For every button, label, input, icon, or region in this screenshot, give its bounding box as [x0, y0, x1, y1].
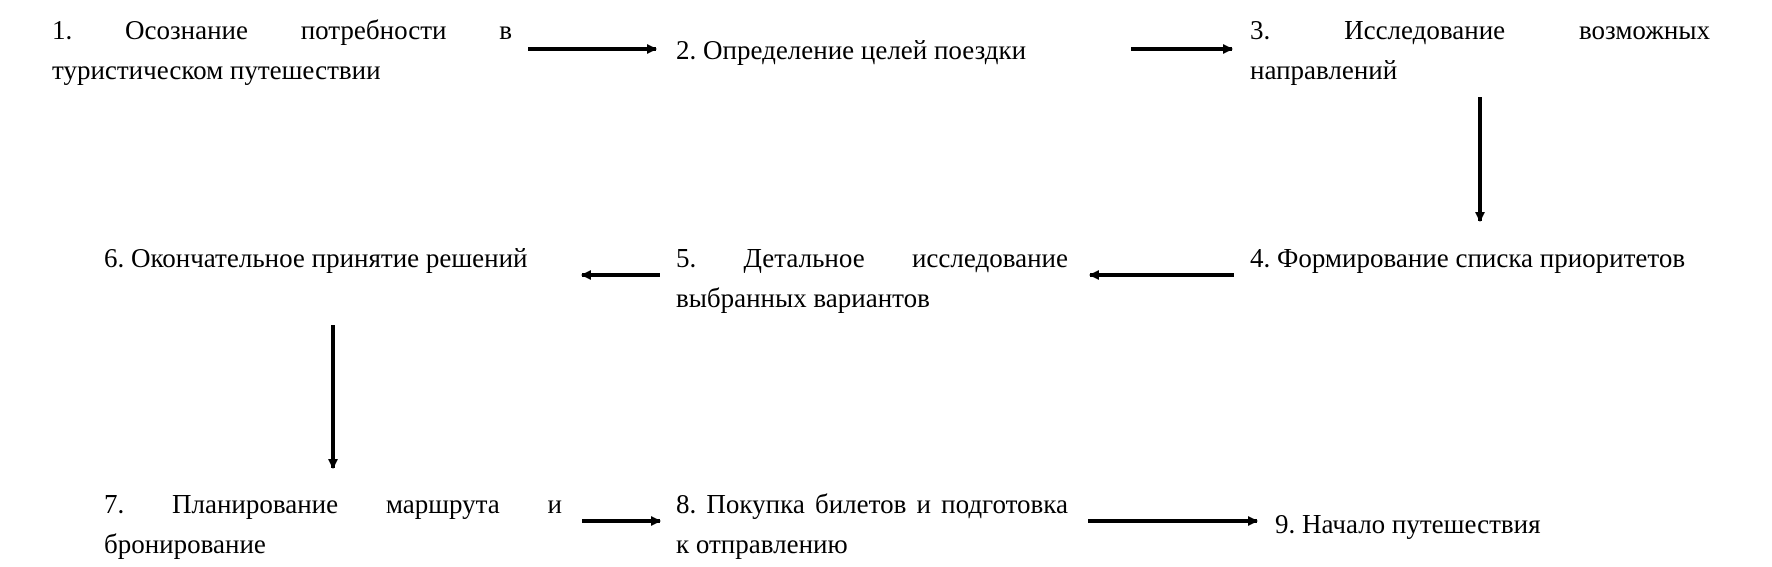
step-6-node: 6. Окончательное принятие решений — [104, 243, 528, 273]
step-5-node: 5. Детальное исследование выбранных вари… — [676, 243, 1068, 313]
step-1-node: 1. Осознание потребности в туристическом… — [52, 15, 512, 85]
step-8-node: 8. Покупка билетов и подготовка к отправ… — [676, 489, 1068, 559]
step-7-node: 7. Планирование маршрута и бронирование — [104, 489, 562, 559]
step-2-node: 2. Определение целей поездки — [676, 35, 1027, 65]
step-9-node: 9. Начало путешествия — [1275, 509, 1541, 539]
step-4-node: 4. Формирование списка приоритетов — [1250, 243, 1686, 273]
step-3-node: 3. Исследование возможных направлений — [1250, 15, 1710, 85]
